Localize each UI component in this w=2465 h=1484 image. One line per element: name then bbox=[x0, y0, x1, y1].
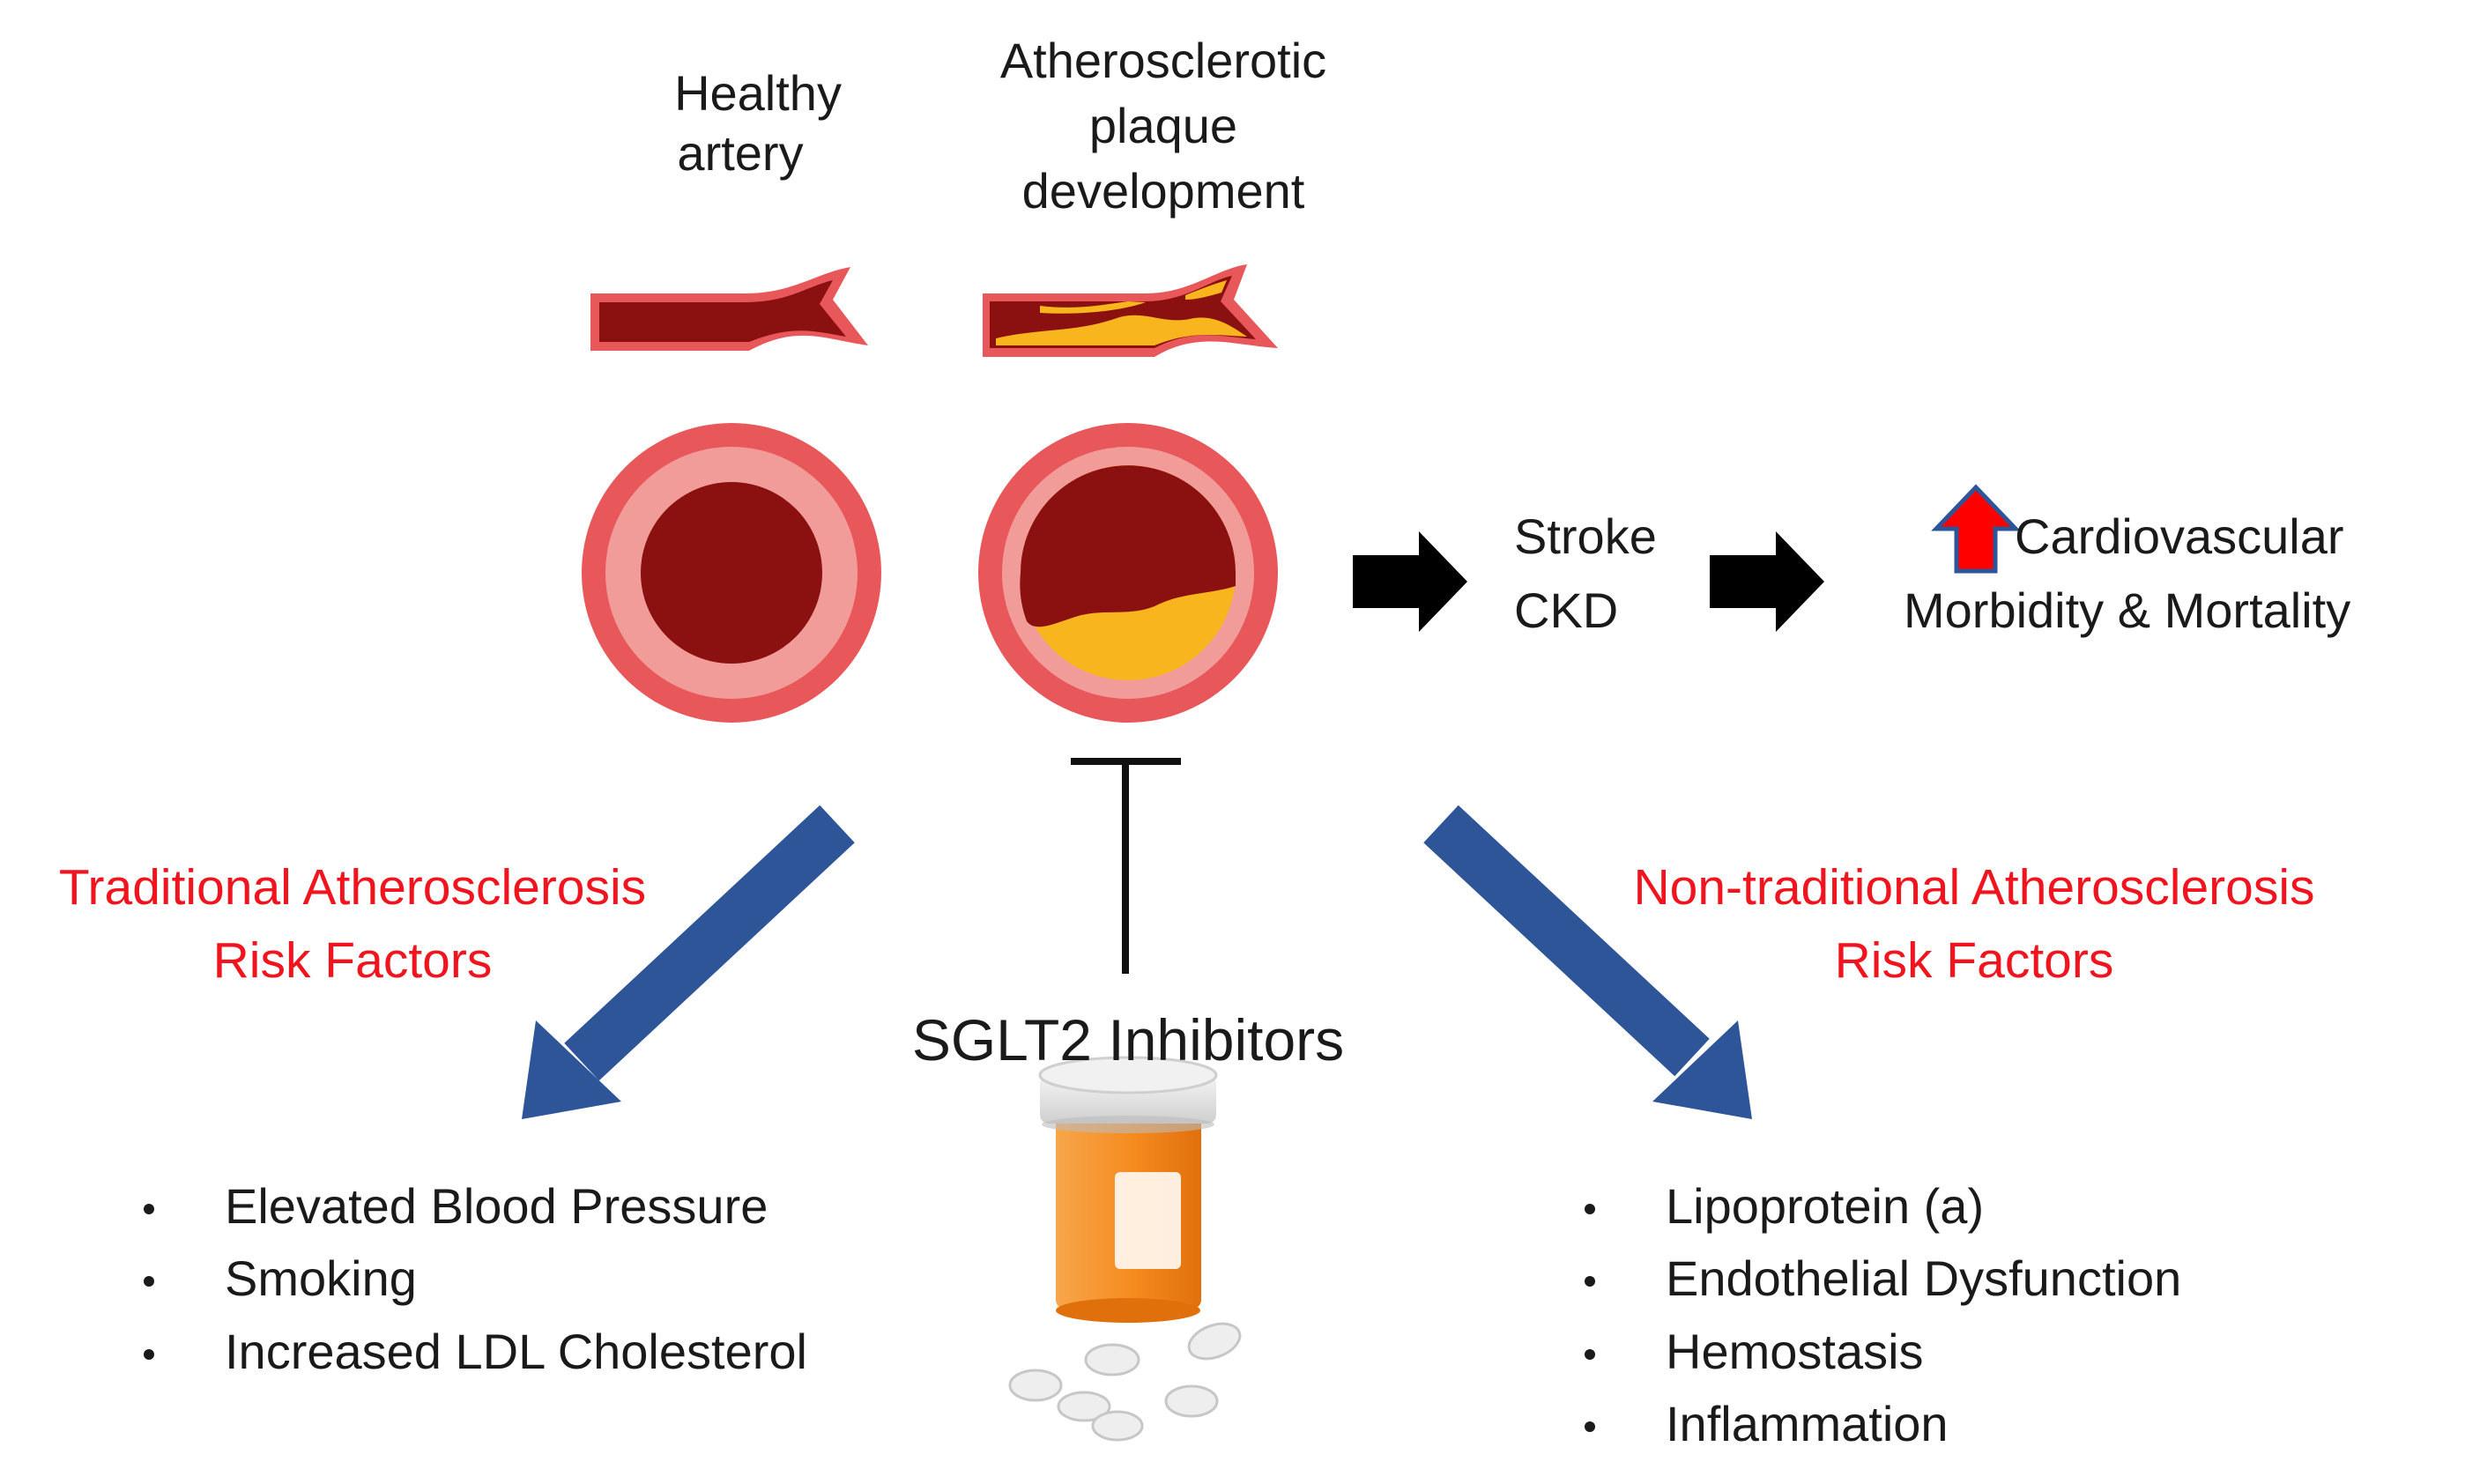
stroke-ckd-label: Stroke CKD bbox=[1514, 500, 1657, 648]
list-item: Smoking bbox=[137, 1243, 807, 1315]
arrow-to-outcome-icon bbox=[1710, 531, 1824, 632]
plaque-line-2: plaque bbox=[1088, 97, 1238, 153]
pill-bottle-icon bbox=[1038, 1056, 1218, 1323]
traditional-title-line-1: Traditional Atherosclerosis bbox=[58, 859, 647, 916]
traditional-blue-arrow-icon bbox=[522, 805, 855, 1119]
traditional-title-line-2: Risk Factors bbox=[212, 931, 493, 989]
increase-up-arrow-icon bbox=[1931, 484, 2021, 574]
traditional-risk-list: Elevated Blood Pressure Smoking Increase… bbox=[137, 1170, 807, 1388]
list-item: Increased LDL Cholesterol bbox=[137, 1316, 807, 1388]
inhibition-symbol bbox=[1071, 758, 1181, 974]
stroke-text: Stroke bbox=[1514, 508, 1657, 564]
list-item: Endothelial Dysfunction bbox=[1578, 1243, 2181, 1315]
healthy-artery-cross-section-icon bbox=[582, 423, 881, 723]
morbidity-mortality-text: Morbidity & Mortality bbox=[1904, 582, 2351, 638]
plaque-development-label: Atherosclerotic plaque development bbox=[961, 28, 1366, 224]
nontraditional-blue-arrow-icon bbox=[1423, 805, 1752, 1119]
ckd-text: CKD bbox=[1514, 582, 1619, 638]
nontraditional-risk-title: Non-traditional Atherosclerosis Risk Fac… bbox=[1586, 851, 2362, 997]
cardiovascular-outcome-label: Cardiovascular Morbidity & Mortality bbox=[1904, 500, 2350, 648]
traditional-risk-title: Traditional Atherosclerosis Risk Factors bbox=[18, 851, 687, 997]
plaque-line-1: Atherosclerotic bbox=[999, 33, 1327, 88]
sglt2-inhibitors-label: SGLT2 Inhibitors bbox=[911, 1007, 1345, 1072]
nontraditional-title-line-1: Non-traditional Atherosclerosis bbox=[1633, 859, 2315, 916]
plaque-artery-cross-section-icon bbox=[978, 423, 1278, 723]
pills-icon bbox=[1008, 1322, 1242, 1442]
healthy-artery-line-1: Healthy bbox=[674, 65, 842, 121]
list-item: Hemostasis bbox=[1578, 1316, 2181, 1388]
list-item: Lipoprotein (a) bbox=[1578, 1170, 2181, 1243]
nontraditional-title-line-2: Risk Factors bbox=[1834, 931, 2114, 989]
list-item: Elevated Blood Pressure bbox=[137, 1170, 807, 1243]
list-item: Inflammation bbox=[1578, 1388, 2181, 1460]
nontraditional-risk-list: Lipoprotein (a) Endothelial Dysfunction … bbox=[1578, 1170, 2181, 1460]
plaque-line-3: development bbox=[1021, 162, 1305, 219]
healthy-artery-label: Healthy artery bbox=[635, 63, 881, 184]
cardiovascular-text: Cardiovascular bbox=[2015, 508, 2344, 564]
plaque-artery-longitudinal-icon bbox=[983, 264, 1278, 357]
arrow-to-stroke-icon bbox=[1353, 531, 1467, 632]
healthy-artery-line-2: artery bbox=[677, 125, 804, 182]
healthy-artery-longitudinal-icon bbox=[590, 267, 868, 351]
